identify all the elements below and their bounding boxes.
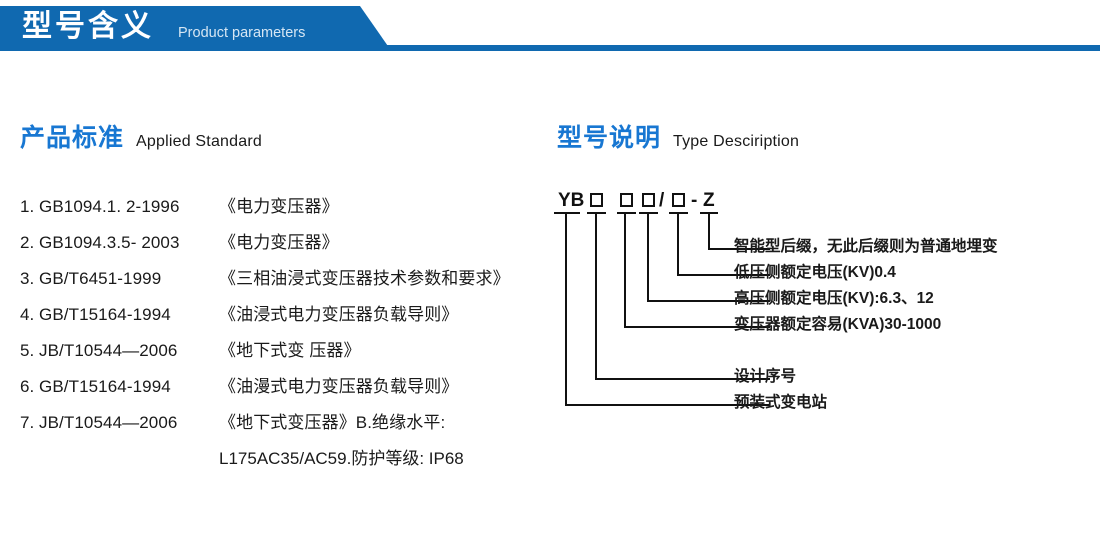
standard-item-code: GB/T15164-1994 xyxy=(39,377,171,396)
standard-item-number: 2. xyxy=(20,233,35,252)
standard-item-title: 《电力变压器》 xyxy=(219,197,339,216)
applied-standard-list: 1.GB1094.1. 2-1996 《电力变压器》 2.GB1094.3.5- … xyxy=(20,192,540,480)
standard-item: 1.GB1094.1. 2-1996 《电力变压器》 xyxy=(20,192,540,228)
page-header-banner: 型号含义 Product parameters xyxy=(0,0,1100,56)
standard-item-code: GB1094.3.5- 2003 xyxy=(39,233,180,252)
standard-item-code: GB/T15164-1994 xyxy=(39,305,171,324)
leader-line-vertical-1 xyxy=(708,214,710,250)
code-underline-yb xyxy=(554,212,580,214)
code-segment-box-2 xyxy=(620,193,633,207)
leader-line-horizontal-5 xyxy=(595,378,770,380)
callout-label-3: 高压侧额定电压(KV):6.3、12 xyxy=(734,290,934,307)
code-underline-box-1 xyxy=(587,212,606,214)
standard-item: 6.GB/T15164-1994 《油漫式电力变压器负载导则》 xyxy=(20,372,540,408)
section-heading-type-description: 型号说明 Type Desciription xyxy=(557,118,799,154)
code-underline-z xyxy=(700,212,718,214)
standard-item-code: JB/T10544—2006 xyxy=(39,341,178,360)
leader-line-horizontal-3 xyxy=(647,300,770,302)
callout-label-5: 设计序号 xyxy=(734,368,797,385)
standard-item-number: 3. xyxy=(20,269,35,288)
leader-line-vertical-3 xyxy=(647,214,649,302)
code-segment-box-1 xyxy=(590,193,603,207)
code-underline-box-4 xyxy=(669,212,688,214)
leader-line-horizontal-2 xyxy=(677,274,770,276)
standard-item-number: 7. xyxy=(20,413,35,432)
section-heading-cn: 型号说明 xyxy=(557,124,662,152)
callout-label-6: 预装式变电站 xyxy=(734,394,828,411)
banner-title-en: Product parameters xyxy=(178,25,306,41)
code-segment-box-4 xyxy=(672,193,685,207)
code-underline-box-2 xyxy=(617,212,636,214)
leader-line-vertical-6 xyxy=(565,214,567,406)
type-code-diagram: YB / - Z 智能型后缀，无此后缀则为普通地埋变 低压侧额定电压(KV)0.… xyxy=(548,190,1093,440)
leader-line-horizontal-1 xyxy=(708,248,770,250)
code-segment-z: Z xyxy=(703,190,715,211)
code-segment-box-3 xyxy=(642,193,655,207)
standard-item-title: 《电力变压器》 xyxy=(219,233,339,252)
standard-item-title: 《地下式变 压器》 xyxy=(219,341,361,360)
code-segment-yb: YB xyxy=(558,190,585,211)
standard-item-number: 6. xyxy=(20,377,35,396)
standard-item: 2.GB1094.3.5- 2003 《电力变压器》 xyxy=(20,228,540,264)
callout-label-2: 低压侧额定电压(KV)0.4 xyxy=(734,264,896,281)
standard-item: 7.JB/T10544—2006 《地下式变压器》B.绝缘水平: xyxy=(20,408,540,444)
standard-item: 3.GB/T6451-1999 《三相油浸式变压器技术参数和要求》 xyxy=(20,264,540,300)
section-heading-applied-standard: 产品标准 Applied Standard xyxy=(20,118,262,154)
banner-blue-block xyxy=(0,6,390,49)
standard-item-code: GB/T6451-1999 xyxy=(39,269,162,288)
section-heading-cn: 产品标准 xyxy=(20,124,125,152)
leader-line-vertical-5 xyxy=(595,214,597,380)
leader-line-horizontal-4 xyxy=(624,326,770,328)
standard-item-title: 《地下式变压器》B.绝缘水平: xyxy=(219,413,446,432)
leader-line-vertical-2 xyxy=(677,214,679,276)
section-heading-en: Applied Standard xyxy=(136,133,262,150)
standard-item-number: 1. xyxy=(20,197,35,216)
standard-item-title: 《三相油浸式变压器技术参数和要求》 xyxy=(219,269,510,288)
standard-item-continuation: L175AC35/AC59.防护等级: IP68 xyxy=(219,449,464,468)
standard-item: 4.GB/T15164-1994 《油浸式电力变压器负载导则》 xyxy=(20,300,540,336)
code-segment-slash: / xyxy=(659,190,665,211)
section-heading-en: Type Desciription xyxy=(673,133,800,150)
standard-item-code: JB/T10544—2006 xyxy=(39,413,178,432)
banner-bottom-rule xyxy=(0,45,1100,51)
standard-item: 5.JB/T10544—2006 《地下式变 压器》 xyxy=(20,336,540,372)
callout-label-4: 变压器额定容易(KVA)30-1000 xyxy=(734,316,942,333)
banner-title-cn: 型号含义 xyxy=(22,10,154,43)
standard-item-code: GB1094.1. 2-1996 xyxy=(39,197,180,216)
callout-label-1: 智能型后缀，无此后缀则为普通地埋变 xyxy=(734,238,998,255)
code-underline-box-3 xyxy=(639,212,658,214)
leader-line-horizontal-6 xyxy=(565,404,770,406)
standard-item-title: 《油漫式电力变压器负载导则》 xyxy=(219,377,459,396)
leader-line-vertical-4 xyxy=(624,214,626,328)
standard-item-number: 5. xyxy=(20,341,35,360)
standard-item-number: 4. xyxy=(20,305,35,324)
code-segment-dash: - xyxy=(691,190,698,211)
standard-item-title: 《油浸式电力变压器负载导则》 xyxy=(219,305,459,324)
